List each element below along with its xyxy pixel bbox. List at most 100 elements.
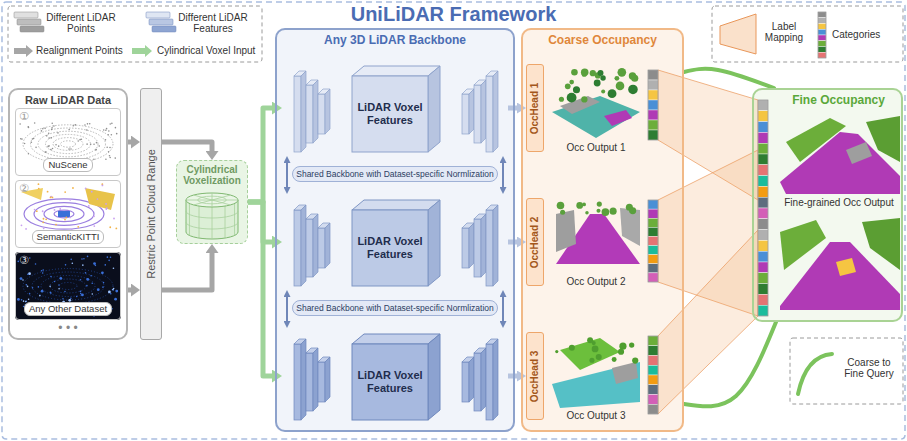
output-caption: Occ Output 3	[550, 410, 642, 422]
category-segment	[758, 143, 768, 154]
category-bar-frame	[758, 100, 768, 316]
scan-point	[82, 264, 84, 266]
scan-point	[22, 279, 24, 281]
occ-vegetation	[573, 86, 580, 93]
scan-point	[43, 218, 45, 220]
layer-slab	[306, 353, 313, 411]
features-swatch-bar	[152, 26, 176, 32]
scan-point	[93, 225, 95, 227]
category-bar-frame	[648, 70, 658, 140]
realignment-arrow	[162, 142, 212, 151]
feature-arrow	[508, 106, 517, 111]
scan-point	[115, 127, 117, 129]
scan-point	[27, 286, 29, 288]
occ-vegetation	[582, 203, 586, 207]
scan-point	[86, 285, 88, 287]
scan-point	[95, 149, 97, 151]
cylinder-side	[186, 200, 187, 232]
input-panel: Raw LiDAR Data①NuScene②SemanticKITTI③Any…	[8, 88, 128, 340]
scan-point	[93, 158, 95, 160]
shared-norm-band: Shared Backbone with Dataset-specific No…	[292, 300, 498, 316]
scan-point	[112, 289, 114, 291]
scan-point	[48, 145, 50, 147]
voxel-cube	[352, 344, 428, 420]
scan-point	[44, 128, 46, 130]
scan-point	[93, 143, 95, 145]
fine-vegetation	[780, 220, 826, 270]
layer-slab	[462, 228, 469, 268]
scan-point	[90, 143, 92, 145]
occ-building	[620, 208, 640, 246]
scan-point	[106, 128, 108, 130]
panel-ground	[176, 160, 248, 244]
category-segment	[758, 230, 768, 241]
layer-slab	[486, 210, 493, 286]
layer-slab	[294, 344, 301, 420]
scan-point	[64, 219, 66, 221]
other-scan	[15, 252, 121, 320]
scan-point	[87, 123, 89, 125]
occ-vegetation	[576, 202, 583, 209]
cylinder-grid	[212, 207, 213, 239]
occ-vegetation	[618, 349, 624, 355]
scan-point	[80, 279, 82, 281]
scan-point	[114, 157, 116, 159]
scan-point	[70, 148, 72, 150]
scan-point	[32, 287, 34, 289]
fine-vegetation	[786, 118, 846, 162]
dataset-box: ②SemanticKITTI	[15, 180, 121, 248]
scan-ring	[32, 272, 104, 300]
occ-vegetation	[618, 68, 627, 77]
category-bar-frame	[648, 336, 658, 414]
scan-point	[39, 295, 41, 297]
occ-object	[560, 96, 600, 114]
scan-point	[59, 208, 61, 210]
diagram-title: UniLiDAR Framework	[0, 3, 907, 26]
scan-point	[43, 227, 45, 229]
legend-text: Different LiDAR Points	[44, 12, 118, 34]
category-segment	[758, 240, 768, 251]
scan-point	[28, 272, 31, 275]
scan-point	[29, 257, 31, 259]
voxel-input-arrow	[248, 202, 272, 376]
layer-slab	[469, 89, 474, 134]
scan-point	[29, 293, 31, 295]
scan-point	[62, 298, 64, 300]
ellipsis-mark: • • •	[8, 322, 128, 334]
dataset-name: SemanticKITTI	[32, 230, 105, 244]
occ-vegetation	[600, 75, 605, 80]
occ-vegetation	[567, 93, 577, 103]
layer-slab	[318, 362, 325, 402]
layer-slab	[325, 89, 330, 134]
scan-point	[26, 284, 28, 286]
voxel-input-arrow	[248, 108, 272, 202]
scan-ring	[44, 206, 84, 221]
head-label: OccHead 1	[530, 82, 541, 134]
layer-slab	[325, 357, 330, 402]
category-segment	[758, 111, 768, 122]
range-label: Restric Point Cloud Range	[145, 149, 157, 279]
scan-point	[44, 151, 46, 153]
scan-point	[106, 146, 108, 148]
category-segment	[758, 208, 768, 219]
features-swatch-bar	[146, 12, 170, 18]
scan-point	[88, 205, 90, 207]
scan-point	[21, 299, 23, 301]
scan-point	[19, 123, 21, 125]
scan-ring	[53, 138, 83, 151]
scan-point	[91, 293, 93, 295]
callout-number: ①	[19, 111, 29, 123]
legend-text: Coarse to Fine Query	[838, 357, 900, 379]
voxel-arrow-icon	[132, 45, 152, 57]
occ-road	[604, 110, 632, 126]
fine-object	[836, 258, 856, 276]
scan-point	[58, 284, 60, 286]
scan-point	[27, 273, 29, 275]
layer-slab	[481, 80, 486, 143]
scan-point	[54, 281, 56, 283]
layer-slab	[318, 228, 325, 268]
layer-slab	[301, 339, 306, 420]
